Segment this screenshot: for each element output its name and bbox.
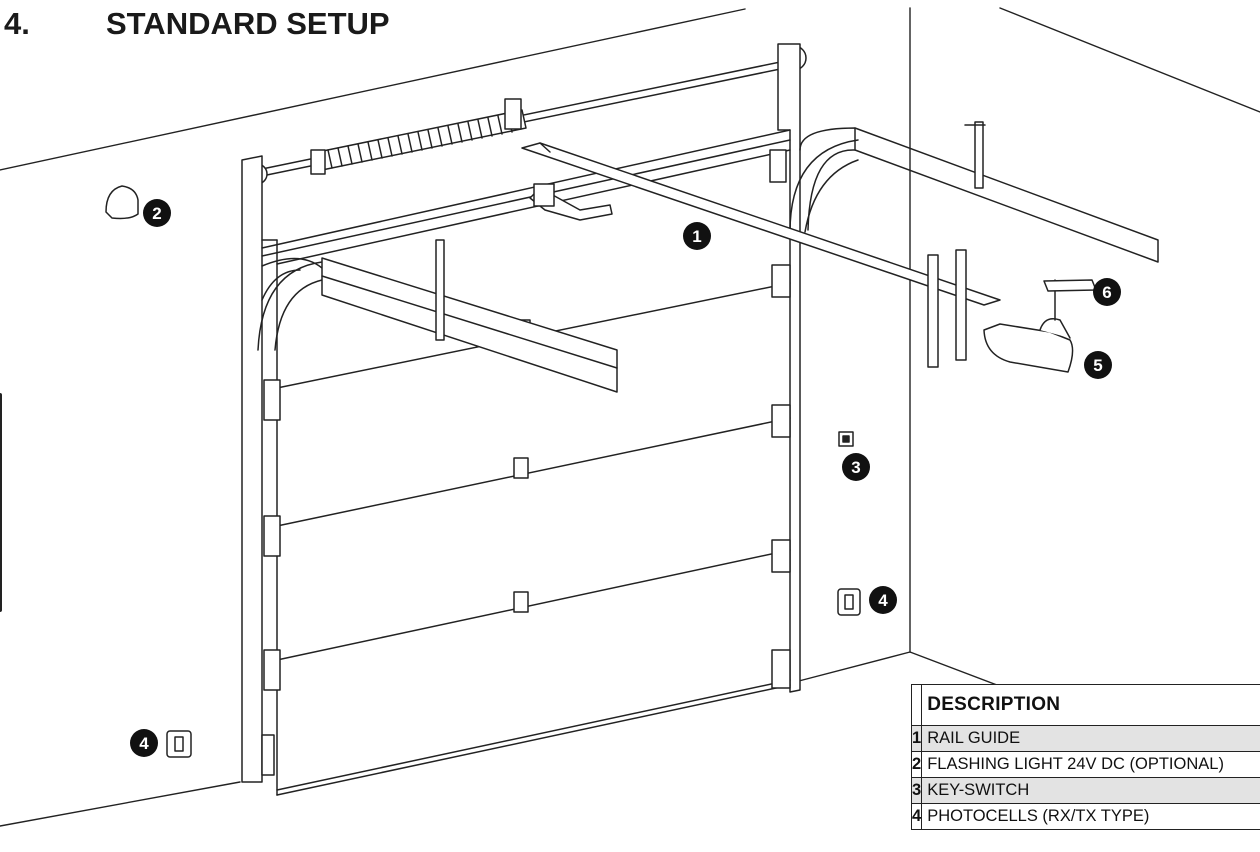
callout-4-left: 4 [130, 729, 158, 757]
legend-header-number [910, 684, 923, 726]
power-source-plate [1043, 279, 1097, 292]
legend-row-number: 3 [910, 777, 923, 804]
sectional-door-panels [276, 282, 791, 796]
legend-row-text-value: RAIL GUIDE [927, 729, 1021, 747]
callout-4-left-label: 4 [139, 734, 149, 753]
callout-2: 2 [143, 199, 171, 227]
key-switch-device [838, 431, 854, 447]
photocell-right-device [837, 588, 861, 616]
callout-4-right: 4 [869, 586, 897, 614]
legend-row-text: PHOTOCELLS (RX/TX TYPE) [921, 803, 1260, 830]
rail-guide [521, 142, 1001, 306]
legend-row-text: FLASHING LIGHT 24V DC (OPTIONAL) [921, 751, 1260, 778]
section-title: STANDARD SETUP [106, 6, 390, 41]
legend-row-text-value: PHOTOCELLS (RX/TX TYPE) [927, 807, 1150, 825]
photocell-left-device [166, 730, 192, 758]
legend-row: 4 PHOTOCELLS (RX/TX TYPE) [910, 803, 1260, 830]
legend-row-text: KEY-SWITCH [921, 777, 1260, 804]
callout-5: 5 [1084, 351, 1112, 379]
legend-row-number: 2 [910, 751, 923, 778]
callout-1: 1 [683, 222, 711, 250]
callout-3: 3 [842, 453, 870, 481]
operator-motor-unit [983, 279, 1074, 373]
callout-4-right-label: 4 [878, 591, 888, 610]
torsion-spring [317, 109, 527, 171]
legend-row-text-value: FLASHING LIGHT 24V DC (OPTIONAL) [927, 755, 1224, 773]
legend-row: 3 KEY-SWITCH [910, 777, 1260, 804]
legend-header-row: DESCRIPTION [910, 684, 1260, 726]
callout-2-label: 2 [152, 204, 161, 223]
legend-row-number: 4 [910, 803, 923, 830]
legend-row: 2 FLASHING LIGHT 24V DC (OPTIONAL) [910, 751, 1260, 778]
legend-row-text: RAIL GUIDE [921, 725, 1260, 752]
torsion-spring-assembly [246, 45, 807, 185]
callout-6: 6 [1093, 278, 1121, 306]
left-track [257, 239, 618, 393]
legend-row-text-value: KEY-SWITCH [927, 781, 1030, 799]
ceiling-bracket [927, 249, 967, 368]
section-number: 4. [4, 6, 30, 41]
callout-6-label: 6 [1102, 283, 1111, 302]
door-hinges [261, 149, 791, 776]
legend-row-number: 1 [910, 725, 923, 752]
callout-3-label: 3 [851, 458, 860, 477]
legend-table: DESCRIPTION 1 RAIL GUIDE 2 FLASHING LIGH… [910, 684, 1260, 830]
flashing-light-device [105, 185, 139, 220]
callout-5-label: 5 [1093, 356, 1102, 375]
callout-1-label: 1 [692, 227, 701, 246]
legend-row: 1 RAIL GUIDE [910, 725, 1260, 752]
legend-header-description: DESCRIPTION [921, 684, 1260, 726]
right-track [789, 121, 1159, 263]
